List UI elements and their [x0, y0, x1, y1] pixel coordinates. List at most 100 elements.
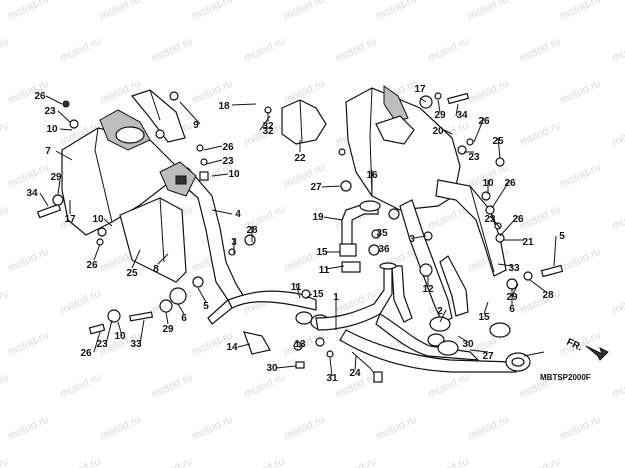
- watermark-text: motod.ru: [6, 413, 50, 442]
- callout-9: 9: [193, 120, 199, 131]
- leader-line: [211, 209, 233, 215]
- watermark-text: motod.ru: [610, 203, 625, 232]
- watermark-text: motod.ru: [190, 0, 234, 23]
- leader-line: [499, 215, 519, 237]
- leader-line: [523, 351, 545, 357]
- callout-13: 13: [294, 339, 306, 350]
- watermark-text: motod.ru: [282, 413, 326, 442]
- leader-line: [275, 365, 297, 369]
- leader-line: [329, 357, 333, 377]
- callout-1: 1: [333, 292, 339, 303]
- callout-5: 5: [203, 301, 209, 312]
- callout-17: 17: [64, 214, 76, 225]
- callout-23: 23: [484, 214, 496, 225]
- callout-24: 24: [349, 368, 361, 379]
- watermark-text: motod.ru: [518, 203, 562, 232]
- callout-3: 3: [231, 237, 237, 248]
- callout-36: 36: [378, 244, 390, 255]
- callout-32: 32: [262, 121, 274, 132]
- watermark-text: motod.ru: [426, 35, 470, 64]
- leader-line: [231, 103, 257, 106]
- callout-19: 19: [312, 212, 324, 223]
- callout-30: 30: [266, 363, 278, 374]
- callout-7: 7: [45, 146, 51, 157]
- callout-21: 21: [522, 237, 534, 248]
- leader-line: [179, 101, 201, 125]
- leader-line: [305, 293, 313, 299]
- callout-10: 10: [114, 331, 126, 342]
- watermark-text: motod.ru: [518, 35, 562, 64]
- leader-line: [457, 335, 469, 343]
- watermark-text: motod.ru: [150, 371, 194, 400]
- watermark-text: motod.ru: [334, 455, 378, 468]
- callout-15: 15: [478, 312, 490, 323]
- leader-line: [165, 311, 169, 325]
- leader-line: [205, 159, 223, 165]
- watermark-text: motod.ru: [374, 0, 418, 23]
- watermark-text: motod.ru: [242, 35, 286, 64]
- watermark-text: motod.ru: [150, 455, 194, 468]
- callout-29: 29: [162, 324, 174, 335]
- callout-10: 10: [46, 124, 58, 135]
- callout-10: 10: [92, 214, 104, 225]
- watermark-text: motod.ru: [98, 77, 142, 106]
- leader-line: [437, 99, 441, 113]
- callout-23: 23: [468, 152, 480, 163]
- leader-lines: [39, 95, 557, 377]
- watermark-text: motod.ru: [426, 371, 470, 400]
- callout-22: 22: [294, 153, 306, 164]
- watermark-text: motod.ru: [150, 35, 194, 64]
- leader-line: [45, 95, 63, 105]
- watermark-text: motod.ru: [0, 455, 11, 468]
- front-arrow-icon: [585, 345, 609, 361]
- watermark-text: motod.ru: [610, 119, 625, 148]
- watermark-text: motod.ru: [558, 0, 602, 23]
- watermark-text: motod.ru: [0, 287, 11, 316]
- leader-line: [439, 309, 447, 323]
- callout-26: 26: [86, 260, 98, 271]
- leader-line: [469, 349, 489, 353]
- callout-11: 11: [319, 265, 330, 276]
- watermark-text: motod.ru: [426, 455, 470, 468]
- leader-line: [197, 287, 207, 303]
- leader-line: [57, 110, 71, 123]
- leader-line: [443, 129, 453, 135]
- watermark-text: motod.ru: [374, 413, 418, 442]
- callout-11: 11: [291, 282, 302, 293]
- watermark-text: motod.ru: [610, 371, 625, 400]
- leader-line: [497, 137, 501, 159]
- callout-25: 25: [492, 136, 504, 147]
- leader-line: [157, 253, 169, 265]
- watermark-text: motod.ru: [610, 455, 625, 468]
- leader-line: [323, 216, 343, 221]
- callout-12: 12: [422, 284, 434, 295]
- leader-line: [59, 128, 73, 131]
- callout-27: 27: [482, 351, 494, 362]
- callout-8: 8: [153, 264, 159, 275]
- watermark-text: motod.ru: [0, 35, 11, 64]
- callout-34: 34: [456, 110, 468, 121]
- callout-31: 31: [326, 373, 338, 384]
- watermark-text: motod.ru: [6, 161, 50, 190]
- callout-16: 16: [366, 170, 378, 181]
- callout-3: 3: [409, 234, 415, 245]
- callout-17: 17: [414, 84, 426, 95]
- callout-10: 10: [482, 178, 494, 189]
- leader-line: [93, 243, 101, 261]
- leader-line: [491, 179, 511, 209]
- callout-5: 5: [559, 231, 565, 242]
- callout-32: 32: [262, 126, 274, 137]
- watermark-text: motod.ru: [610, 35, 625, 64]
- callout-29: 29: [50, 172, 62, 183]
- callout-15: 15: [316, 247, 328, 258]
- watermark-text: motod.ru: [518, 287, 562, 316]
- callout-6: 6: [509, 304, 515, 315]
- leader-line: [211, 173, 229, 177]
- watermark-text: motod.ru: [558, 161, 602, 190]
- watermark-text: motod.ru: [58, 35, 102, 64]
- watermark-text: motod.ru: [558, 245, 602, 274]
- leader-line: [473, 117, 485, 143]
